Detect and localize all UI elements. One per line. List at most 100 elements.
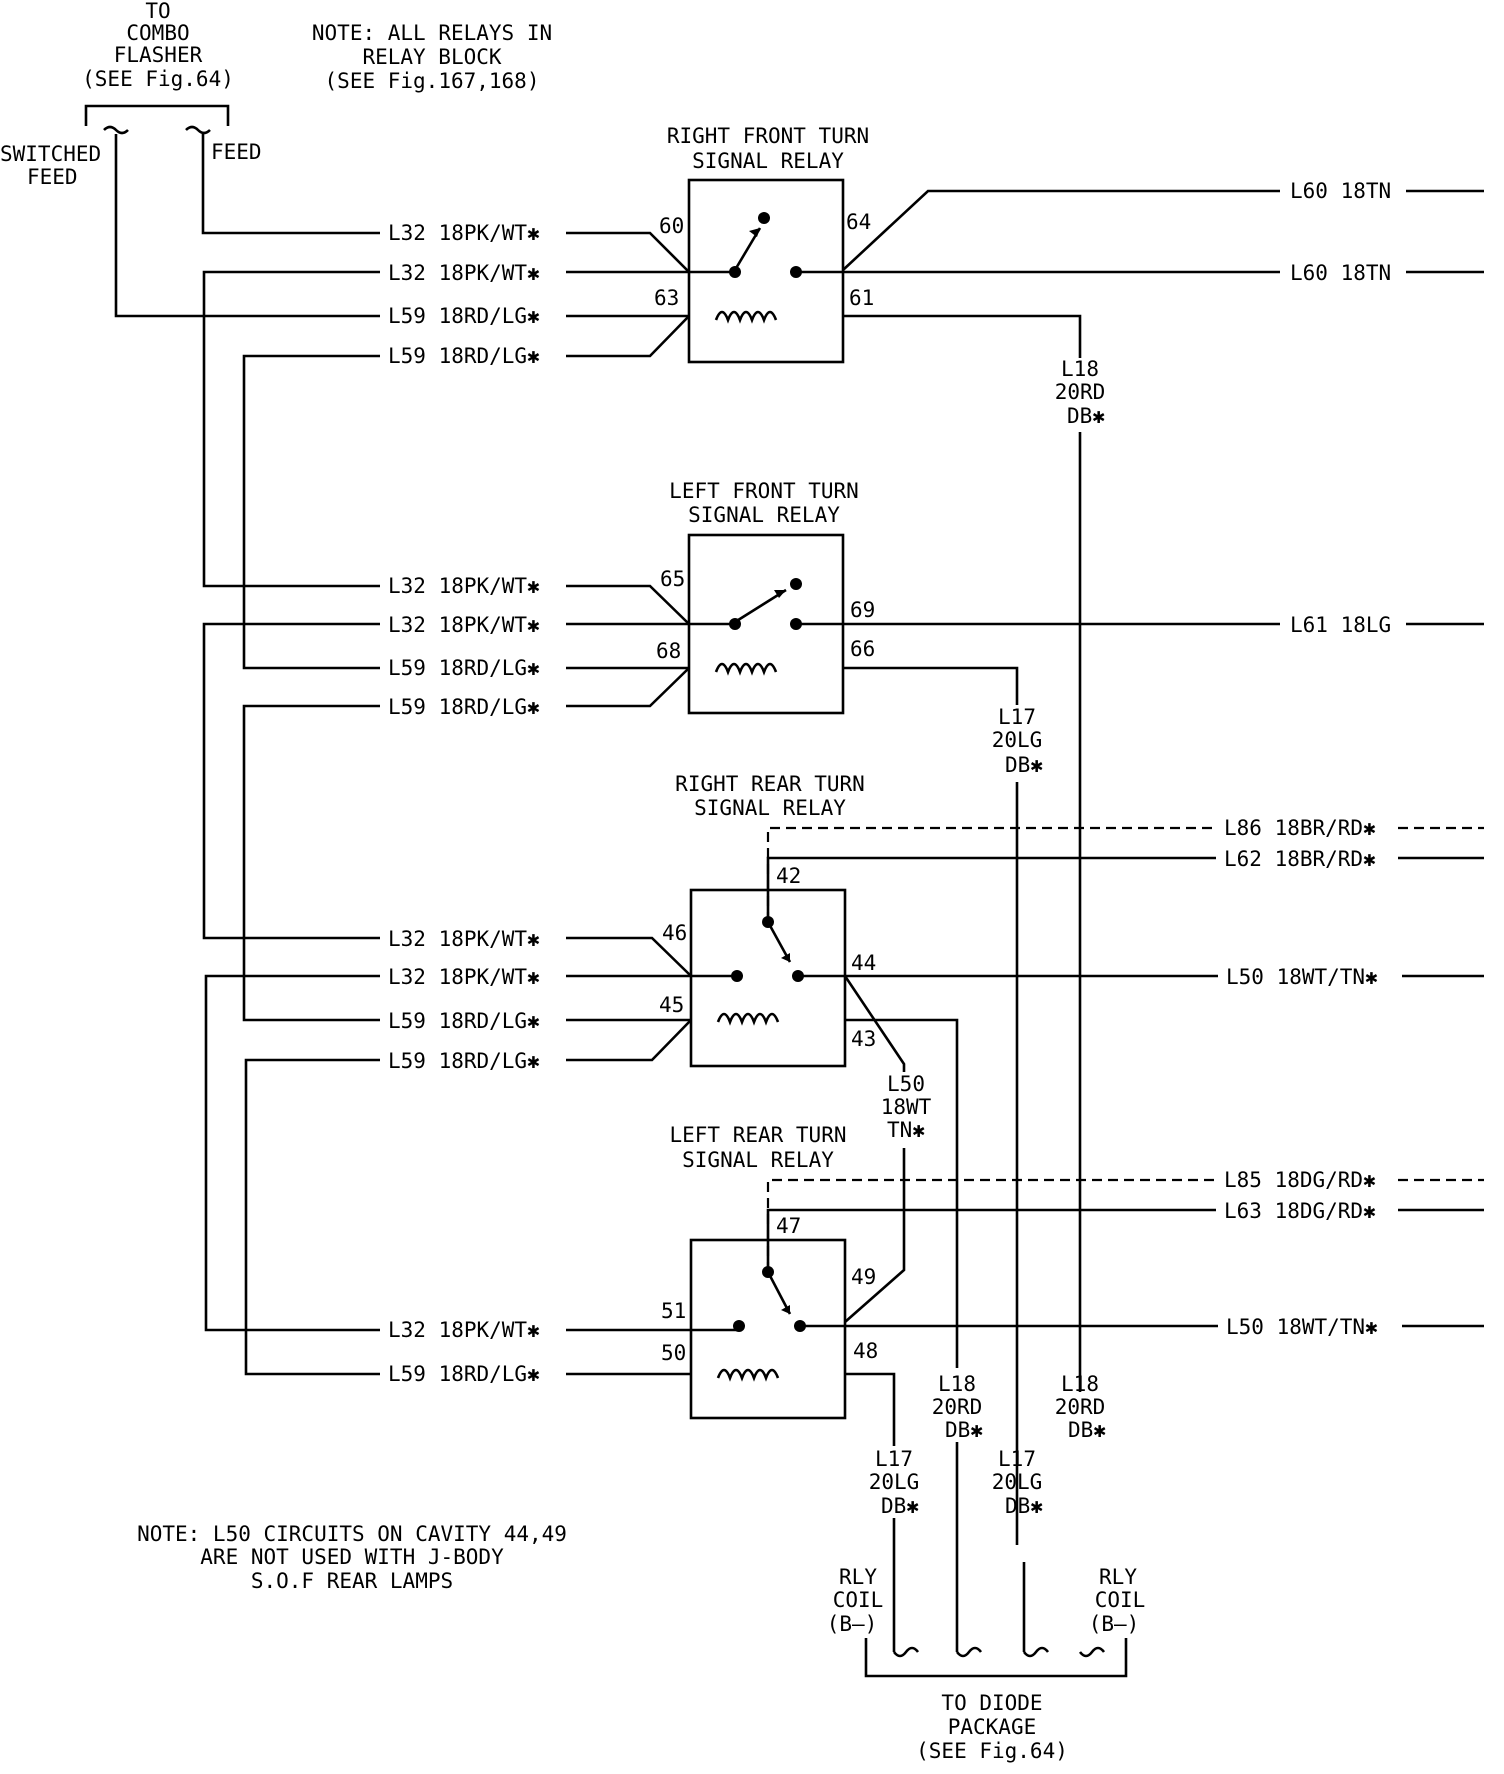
l18-low-a-3: DB✱ — [945, 1418, 983, 1442]
l17-low-a-2: 20LG — [869, 1470, 920, 1494]
rly-coil-right: RLY COIL (B—) — [1089, 1565, 1146, 1636]
relay-note-line3: (SEE Fig.167,168) — [325, 69, 540, 93]
pin-66: 66 — [850, 637, 875, 661]
lr-wire-label-2: L59 18RD/LG✱ — [388, 1362, 540, 1386]
combo-flasher-connector: SWITCHED FEED FEED — [0, 104, 262, 189]
pin-47: 47 — [776, 1214, 801, 1238]
rr-wire-label-3: L59 18RD/LG✱ — [388, 1009, 540, 1033]
pin-61: 61 — [849, 286, 874, 310]
rr-wire-label-4: L59 18RD/LG✱ — [388, 1049, 540, 1073]
lr-wire-label-1: L32 18PK/WT✱ — [388, 1318, 540, 1342]
l50-note-line2: ARE NOT USED WITH J-BODY — [200, 1545, 504, 1569]
l50-mid-1: L50 — [887, 1072, 925, 1096]
pin-48: 48 — [853, 1339, 878, 1363]
lr-left-wires: L32 18PK/WT✱ L59 18RD/LG✱ — [388, 1318, 739, 1386]
l18-low-a-1: L18 — [938, 1372, 976, 1396]
rr-wire-label-2: L32 18PK/WT✱ — [388, 965, 540, 989]
diode-label-1: TO DIODE — [941, 1691, 1042, 1715]
rr-dash-label: L86 18BR/RD✱ — [1224, 816, 1376, 840]
pin-60: 60 — [659, 214, 684, 238]
relay-rf-title-2: SIGNAL RELAY — [692, 149, 844, 173]
rf-wire-label-3: L59 18RD/LG✱ — [388, 304, 540, 328]
relay-right-front: RIGHT FRONT TURN SIGNAL RELAY 60 63 64 6… — [654, 124, 874, 364]
rf-left-wires: L32 18PK/WT✱ L32 18PK/WT✱ L59 18RD/LG✱ L… — [388, 221, 735, 368]
l50-mid-2: 18WT — [881, 1095, 932, 1119]
relay-rr-title-2: SIGNAL RELAY — [694, 796, 846, 820]
rr-solid-label: L62 18BR/RD✱ — [1224, 847, 1376, 871]
pin-64: 64 — [846, 210, 871, 234]
pin-63: 63 — [654, 286, 679, 310]
pin-51: 51 — [661, 1299, 686, 1323]
pin-46: 46 — [662, 921, 687, 945]
rly-left-3: (B—) — [827, 1612, 878, 1636]
diode-package-connector: TO DIODE PACKAGE (SEE Fig.64) RLY COIL (… — [827, 1565, 1146, 1763]
lf-wire-label-2: L32 18PK/WT✱ — [388, 613, 540, 637]
relay-lf-title-1: LEFT FRONT TURN — [669, 479, 859, 503]
combo-note-line2: COMBO — [126, 21, 189, 45]
pin-45: 45 — [659, 993, 684, 1017]
diode-label-3: (SEE Fig.64) — [916, 1739, 1068, 1763]
l17-upper-1: L17 — [998, 705, 1036, 729]
lr-dash-label: L85 18DG/RD✱ — [1224, 1168, 1376, 1192]
combo-flasher-note: TO COMBO FLASHER (SEE Fig.64) — [82, 0, 234, 91]
relay-right-rear: RIGHT REAR TURN SIGNAL RELAY 46 45 44 43… — [659, 772, 1216, 1068]
l18-upper-1: L18 — [1061, 357, 1099, 381]
l50-note-line3: S.O.F REAR LAMPS — [251, 1569, 453, 1593]
lf-out-label-1: L61 18LG — [1290, 613, 1391, 637]
l17-low-a-1: L17 — [875, 1447, 913, 1471]
l18-upper-label: L18 20RD DB✱ — [1055, 357, 1106, 428]
l18-low-b-2: 20RD — [1055, 1395, 1106, 1419]
relay-block-note: NOTE: ALL RELAYS IN RELAY BLOCK (SEE Fig… — [312, 21, 552, 93]
relay-note-line2: RELAY BLOCK — [362, 45, 501, 69]
rf-wire-label-2: L32 18PK/WT✱ — [388, 261, 540, 285]
l18-low-a-2: 20RD — [932, 1395, 983, 1419]
rly-right-1: RLY — [1099, 1565, 1137, 1589]
l17-upper-label: L17 20LG DB✱ — [992, 705, 1044, 777]
rf-out-label-1: L60 18TN — [1290, 179, 1391, 203]
lf-wire-label-1: L32 18PK/WT✱ — [388, 574, 540, 598]
l17-low-b-3: DB✱ — [1005, 1494, 1043, 1518]
feed-label: FEED — [211, 140, 262, 164]
combo-note-line3: FLASHER — [114, 43, 203, 67]
rly-coil-left: RLY COIL (B—) — [827, 1565, 884, 1636]
rr-out-label: L50 18WT/TN✱ — [1226, 965, 1378, 989]
l18-upper-3: DB✱ — [1067, 404, 1105, 428]
lf-left-wires: L32 18PK/WT✱ L32 18PK/WT✱ L59 18RD/LG✱ L… — [388, 574, 735, 719]
relay-lr-title-1: LEFT REAR TURN — [669, 1123, 846, 1147]
pin-44: 44 — [851, 951, 876, 975]
rr-wire-label-1: L32 18PK/WT✱ — [388, 927, 540, 951]
l17-low-a-label: L17 20LG DB✱ — [869, 1447, 920, 1518]
pin-50: 50 — [661, 1341, 686, 1365]
combo-note-line4: (SEE Fig.64) — [82, 67, 234, 91]
pin-49: 49 — [851, 1265, 876, 1289]
l18-low-b-1: L18 — [1061, 1372, 1099, 1396]
pin-42: 42 — [776, 864, 801, 888]
pin-43: 43 — [851, 1027, 876, 1051]
rf-out-label-2: L60 18TN — [1290, 261, 1391, 285]
lr-out-label: L50 18WT/TN✱ — [1226, 1315, 1378, 1339]
rly-left-2: COIL — [833, 1588, 884, 1612]
l17-upper-3: DB✱ — [1005, 753, 1043, 777]
l17-upper-2: 20LG — [992, 728, 1043, 752]
lf-wire-label-4: L59 18RD/LG✱ — [388, 695, 540, 719]
relay-left-front: LEFT FRONT TURN SIGNAL RELAY 65 68 69 66 — [656, 479, 875, 715]
l18-upper-2: 20RD — [1055, 380, 1106, 404]
l50-note-line1: NOTE: L50 CIRCUITS ON CAVITY 44,49 — [137, 1522, 567, 1546]
l17-low-a-3: DB✱ — [881, 1494, 919, 1518]
lf-wire-label-3: L59 18RD/LG✱ — [388, 656, 540, 680]
l18-low-b-3: DB✱ — [1068, 1418, 1106, 1442]
relay-left-rear: LEFT REAR TURN SIGNAL RELAY 51 50 49 48 … — [661, 1123, 1216, 1420]
diode-label-2: PACKAGE — [948, 1715, 1037, 1739]
l17-low-b-2: 20LG — [992, 1470, 1043, 1494]
l50-note: NOTE: L50 CIRCUITS ON CAVITY 44,49 ARE N… — [137, 1522, 567, 1593]
rly-left-1: RLY — [839, 1565, 877, 1589]
combo-note-line1: TO — [145, 0, 170, 23]
rly-right-3: (B—) — [1089, 1612, 1140, 1636]
switched-feed-label-2: FEED — [27, 165, 78, 189]
l18-low-b-label: L18 20RD DB✱ — [1055, 1372, 1107, 1442]
l50-mid-label: L50 18WT TN✱ — [881, 1072, 932, 1142]
rly-right-2: COIL — [1095, 1588, 1146, 1612]
relay-lr-title-2: SIGNAL RELAY — [682, 1148, 834, 1172]
l17-low-b-label: L17 20LG DB✱ — [992, 1447, 1044, 1518]
